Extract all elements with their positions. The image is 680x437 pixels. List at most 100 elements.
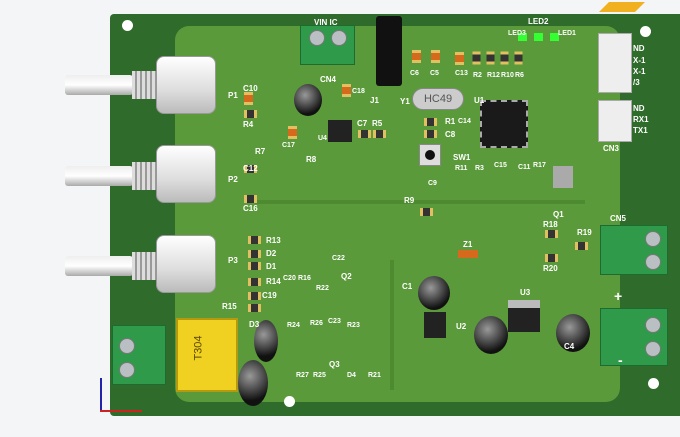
label-r24: R24 <box>287 322 300 329</box>
label-c18: C18 <box>352 88 365 95</box>
label-plus: + <box>614 288 623 304</box>
label-d4: D4 <box>347 372 356 379</box>
corner-marker <box>599 2 645 12</box>
label-r11: R11 <box>455 165 468 172</box>
capacitor-c19 <box>248 292 261 300</box>
label-c15: C15 <box>494 162 507 169</box>
resistor-r14 <box>248 278 261 286</box>
label-r20: R20 <box>543 264 558 273</box>
capacitor-c5 <box>431 50 440 63</box>
capacitor-c8 <box>424 130 437 138</box>
mount-hole <box>648 378 659 389</box>
resistor-r10 <box>500 51 509 65</box>
led2 <box>534 33 543 41</box>
resistor-r15 <box>248 304 261 312</box>
label-u3: U3 <box>520 288 531 297</box>
label-q1: Q1 <box>553 210 564 219</box>
regulator-u2 <box>424 312 446 338</box>
label-q3: Q3 <box>329 360 340 369</box>
label-r26: R26 <box>310 320 323 327</box>
label-u2: U2 <box>456 322 467 331</box>
capacitor-c6 <box>412 50 421 63</box>
label-r4: R4 <box>243 120 254 129</box>
capacitor-c1 <box>418 276 450 310</box>
capacitor <box>474 316 508 354</box>
label-c16: C16 <box>243 204 258 213</box>
resistor-r12 <box>486 51 495 65</box>
label-r3: R3 <box>475 165 484 172</box>
label-gnd: ND <box>633 104 645 113</box>
audio-jack-j1 <box>376 16 402 86</box>
label-c14: C14 <box>458 118 471 125</box>
label-r2: R2 <box>473 72 482 79</box>
resistor-c7 <box>358 130 371 138</box>
resistor-r4 <box>244 110 257 118</box>
label-r1: R1 <box>445 117 456 126</box>
trace <box>390 260 394 390</box>
label-c7: C7 <box>357 119 368 128</box>
label-u4: U4 <box>318 135 327 142</box>
resistor-r5 <box>373 130 386 138</box>
resistor-r9 <box>420 208 433 216</box>
mount-hole <box>284 396 295 407</box>
label-c11: C11 <box>518 164 531 171</box>
terminal-cn5 <box>600 225 668 275</box>
label-tx1: TX1 <box>633 126 648 135</box>
label-r22: R22 <box>316 285 329 292</box>
resistor-r20 <box>545 254 558 262</box>
label-pin: X-1 <box>633 67 646 76</box>
label-c17: C17 <box>282 142 295 149</box>
label-sw1: SW1 <box>453 153 471 162</box>
label-cn3: CN3 <box>603 144 620 153</box>
capacitor-d3 <box>254 320 278 362</box>
trace <box>255 200 585 204</box>
label-r14: R14 <box>266 277 281 286</box>
label-r17: R17 <box>533 162 546 169</box>
label-u1: U1 <box>474 96 485 105</box>
led1 <box>550 33 559 41</box>
label-c10: C10 <box>243 84 258 93</box>
label-c22: C22 <box>332 255 345 262</box>
terminal-left <box>112 325 166 385</box>
label-r13: R13 <box>266 236 281 245</box>
capacitor <box>294 84 322 116</box>
label-r25: R25 <box>313 372 326 379</box>
label-r19: R19 <box>577 228 592 237</box>
capacitor-c13 <box>455 52 464 65</box>
label-d3: D3 <box>249 320 260 329</box>
label-z1: Z1 <box>463 240 473 249</box>
zener-z1 <box>458 250 478 258</box>
label-r7: R7 <box>255 147 266 156</box>
transistor-q1 <box>553 166 573 188</box>
label-c13: C13 <box>455 70 468 77</box>
label-p1: P1 <box>228 91 238 100</box>
label-r12: R12 <box>487 72 500 79</box>
label-r15: R15 <box>222 302 237 311</box>
label-c8: C8 <box>445 130 456 139</box>
label-r5: R5 <box>372 119 383 128</box>
label-r10: R10 <box>501 72 514 79</box>
label-r16: R16 <box>298 275 311 282</box>
resistor-r18 <box>545 230 558 238</box>
capacitor-c18 <box>342 84 351 97</box>
resistor-r1 <box>424 118 437 126</box>
resistor-r13 <box>248 236 261 244</box>
label-j1: J1 <box>370 96 379 105</box>
switch-sw1[interactable] <box>419 144 441 166</box>
diode-d2 <box>248 250 261 258</box>
label-r8: R8 <box>306 155 317 164</box>
label-c4: C4 <box>564 342 575 351</box>
label-c12: C12 <box>243 164 258 173</box>
resistor-r2 <box>472 51 481 65</box>
label-y1: Y1 <box>400 97 410 106</box>
label-r27: R27 <box>296 372 309 379</box>
capacitor <box>238 360 268 406</box>
capacitor-c17 <box>288 126 297 139</box>
label-c23: C23 <box>328 318 341 325</box>
ic-u4 <box>328 120 352 142</box>
label-led2: LED2 <box>528 17 549 26</box>
pcb-inner-area <box>175 26 620 402</box>
label-r9: R9 <box>404 196 415 205</box>
mount-hole <box>640 26 651 37</box>
label-cn5: CN5 <box>610 214 627 223</box>
